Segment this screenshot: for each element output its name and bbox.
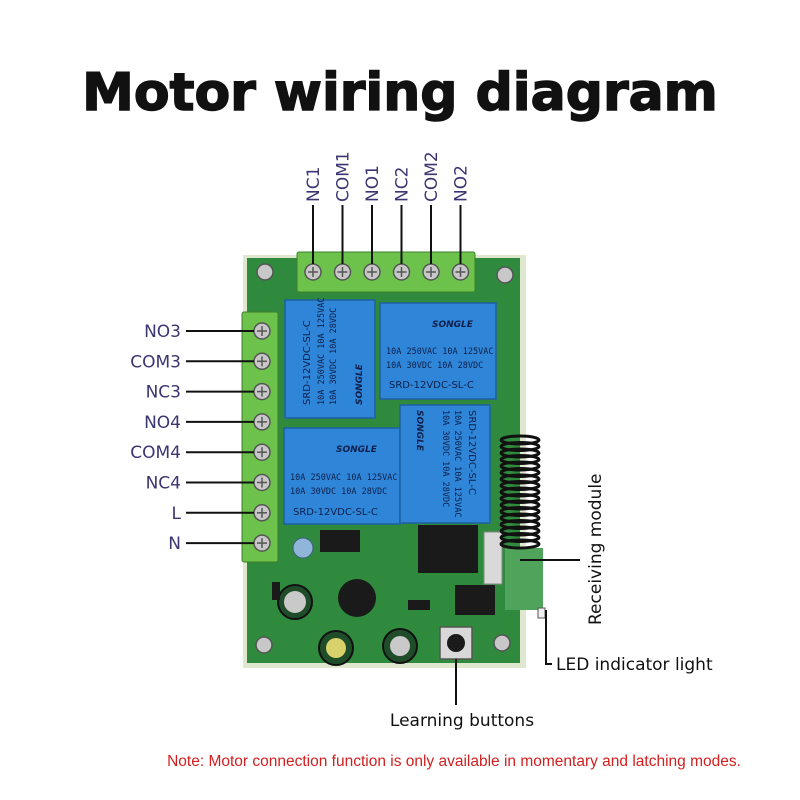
antenna-turn: [499, 538, 541, 550]
top-terminal-screws: [304, 263, 470, 281]
svg-text:SONGLE: SONGLE: [355, 363, 365, 405]
terminal-label-com2: COM2: [422, 151, 442, 202]
callout-learning-buttons: Learning buttons: [390, 659, 534, 731]
terminal-label-nc2: NC2: [393, 167, 413, 202]
svg-text:SRD-12VDC-SL-C: SRD-12VDC-SL-C: [293, 507, 378, 518]
svg-text:10A 250VAC 10A 125VAC: 10A 250VAC 10A 125VAC: [452, 410, 462, 517]
learning-button[interactable]: [439, 626, 473, 660]
left-terminal-block: [241, 311, 279, 563]
terminal-label-com4: COM4: [130, 443, 181, 463]
diagram-title: Motor wiring diagram: [82, 63, 718, 123]
learning-buttons-label: Learning buttons: [390, 711, 534, 731]
corner-screws: [255, 263, 514, 654]
svg-text:10A 30VDC 10A 28VDC: 10A 30VDC 10A 28VDC: [290, 487, 387, 497]
board-components: [272, 525, 543, 666]
mode-note: Note: Motor connection function is only …: [167, 753, 741, 770]
callout-receiving-module: Receiving module: [520, 474, 606, 626]
left-terminal-screws: [253, 322, 271, 552]
terminal-label-l: L: [172, 504, 182, 524]
top-terminal-labels: NC1 COM1 NO1 NC2 COM2 NO2: [304, 151, 472, 202]
receiving-module-label: Receiving module: [586, 474, 606, 626]
terminal-label-no2: NO2: [452, 165, 472, 202]
left-terminal-leaders: [186, 330, 254, 545]
svg-text:SRD-12VDC-SL-C: SRD-12VDC-SL-C: [466, 410, 477, 495]
top-terminal-leaders: [312, 205, 462, 264]
terminal-label-nc3: NC3: [146, 383, 181, 403]
terminal-label-nc4: NC4: [146, 474, 181, 494]
svg-text:SONGLE: SONGLE: [432, 320, 474, 330]
relay-1: SRD-12VDC-SL-C 10A 250VAC 10A 125VAC 10A…: [284, 298, 376, 419]
terminal-label-no3: NO3: [144, 322, 181, 342]
antenna-coil: [499, 434, 541, 550]
callout-led-indicator: LED indicator light: [545, 610, 713, 675]
relay-4: SRD-12VDC-SL-C 10A 250VAC 10A 125VAC 10A…: [399, 404, 491, 524]
svg-text:10A 250VAC 10A 125VAC: 10A 250VAC 10A 125VAC: [386, 347, 493, 357]
svg-text:10A 250VAC 10A 125VAC: 10A 250VAC 10A 125VAC: [317, 298, 327, 405]
svg-text:SONGLE: SONGLE: [414, 410, 424, 452]
terminal-label-no1: NO1: [363, 165, 383, 202]
terminal-label-com3: COM3: [130, 352, 181, 372]
top-terminal-block: [296, 251, 476, 293]
terminal-label-nc1: NC1: [304, 167, 324, 202]
terminal-label-com1: COM1: [334, 151, 354, 202]
svg-text:10A 30VDC 10A 28VDC: 10A 30VDC 10A 28VDC: [440, 410, 450, 507]
led-indicator-label: LED indicator light: [556, 655, 713, 675]
terminal-label-no4: NO4: [144, 413, 181, 433]
svg-text:SONGLE: SONGLE: [336, 445, 378, 455]
relay-3: SONGLE 10A 250VAC 10A 125VAC 10A 30VDC 1…: [283, 427, 401, 525]
relay-2: SONGLE 10A 250VAC 10A 125VAC 10A 30VDC 1…: [379, 302, 497, 400]
led-indicator: [537, 607, 546, 619]
terminal-label-n: N: [168, 534, 181, 554]
svg-text:SRD-12VDC-SL-C: SRD-12VDC-SL-C: [302, 320, 313, 405]
svg-text:10A 250VAC 10A 125VAC: 10A 250VAC 10A 125VAC: [290, 473, 397, 483]
svg-text:10A 30VDC 10A 28VDC: 10A 30VDC 10A 28VDC: [386, 361, 483, 371]
svg-text:10A 30VDC 10A 28VDC: 10A 30VDC 10A 28VDC: [329, 308, 339, 405]
svg-text:SRD-12VDC-SL-C: SRD-12VDC-SL-C: [389, 380, 474, 391]
